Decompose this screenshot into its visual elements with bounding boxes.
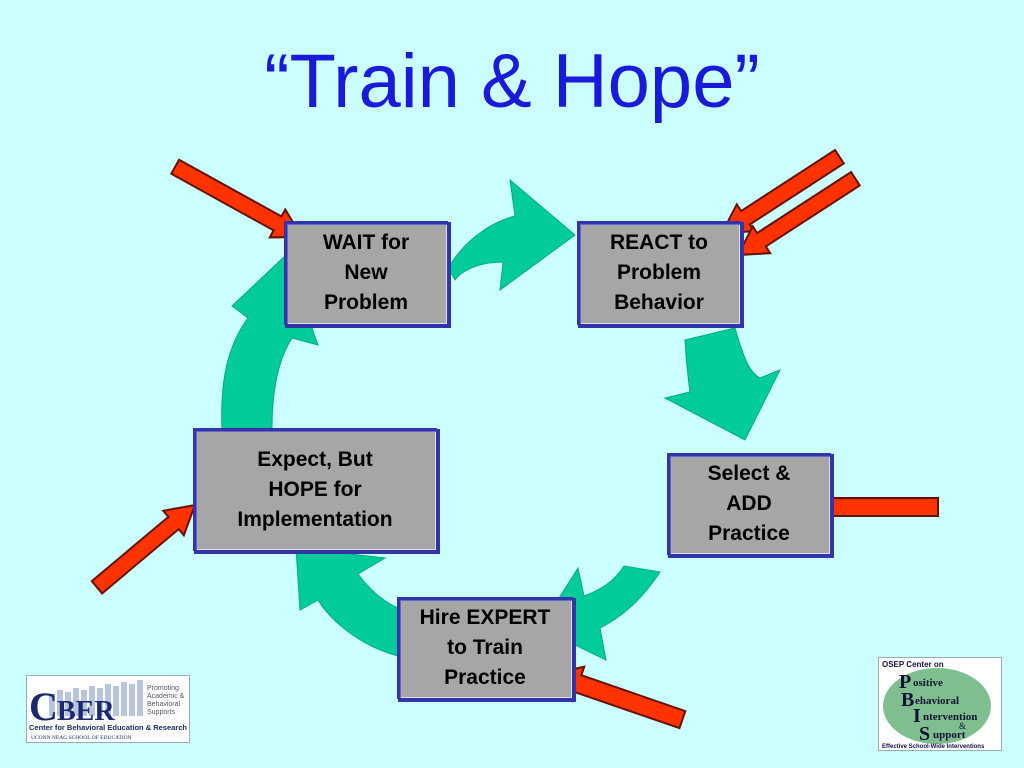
svg-text:P: P (899, 671, 911, 693)
cycle-arrow-react-to-select (663, 327, 782, 441)
pointer-arrow-react-2 (736, 170, 862, 257)
svg-text:upport: upport (933, 729, 966, 741)
svg-text:OSEP Center on: OSEP Center on (882, 660, 944, 669)
cber-letters-ber: BER (57, 696, 115, 727)
svg-text:Behavioral: Behavioral (147, 701, 181, 708)
svg-text:Supports: Supports (147, 709, 176, 716)
box-wait-for-new-problem: WAIT for New Problem (284, 221, 451, 328)
svg-text:Center for Behavioral Educatio: Center for Behavioral Education & Resear… (29, 723, 187, 732)
svg-text:Academic &: Academic & (147, 693, 185, 700)
cycle-arrow-wait-to-react (447, 178, 576, 292)
cber-logo: C BER Promoting Academic & Behavioral Su… (26, 675, 190, 743)
slide-title: “Train & Hope” (264, 39, 760, 124)
svg-text:UCONN NEAG SCHOOL OF EDUCATION: UCONN NEAG SCHOOL OF EDUCATION (31, 735, 132, 741)
svg-text:&: & (959, 721, 966, 731)
box-expect-hope: Expect, But HOPE for Implementation (193, 428, 440, 554)
cycle-arrow-hire-to-expect (295, 547, 399, 657)
svg-text:Effective School-Wide Interven: Effective School-Wide Interventions (882, 744, 985, 750)
cber-letter-c: C (29, 684, 58, 729)
svg-text:B: B (901, 689, 914, 711)
pointer-arrow-expect (90, 503, 197, 595)
svg-text:ntervention: ntervention (923, 711, 977, 723)
box-select-add-practice: Select & ADD Practice (667, 453, 834, 558)
svg-text:I: I (913, 705, 921, 727)
pbis-logo: OSEP Center on P ositive B ehavioral I n… (878, 657, 1002, 751)
box-hire-expert: Hire EXPERT to Train Practice (397, 597, 576, 702)
svg-text:ositive: ositive (913, 677, 943, 689)
pointer-arrow-wait (169, 158, 304, 239)
box-react-to-problem-behavior: REACT to Problem Behavior (577, 221, 744, 328)
svg-text:ehavioral: ehavioral (915, 695, 959, 707)
pbis-logo-graphic: OSEP Center on P ositive B ehavioral I n… (882, 660, 991, 750)
svg-text:Promoting: Promoting (147, 685, 179, 692)
cber-logo-graphic: C BER Promoting Academic & Behavioral Su… (29, 680, 187, 741)
svg-text:S: S (919, 723, 930, 745)
